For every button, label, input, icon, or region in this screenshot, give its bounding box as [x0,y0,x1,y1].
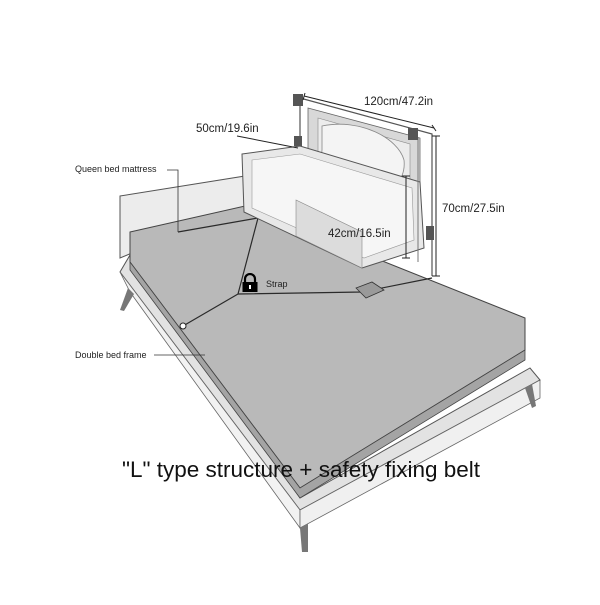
dim-rail-height-label: 42cm/16.5in [328,228,391,240]
leader-lines [154,169,205,356]
dim-width-label: 120cm/47.2in [364,96,434,108]
safety-strap [177,217,433,330]
queen-bed-mattress-label: Queen bed mattress [75,164,157,174]
dim-total-height-label: 70cm/27.5in [442,203,505,215]
double-bed-frame-label: Double bed frame [75,350,147,360]
lock-icon [241,272,259,293]
dim-depth-label: 50cm/19.6in [196,123,259,135]
dimension-lines [236,92,440,277]
bed-frame [119,254,541,552]
strap-label: Strap [266,279,288,289]
bed-rail [241,94,434,276]
caption: "L" type structure + safety fixing belt [122,457,481,482]
